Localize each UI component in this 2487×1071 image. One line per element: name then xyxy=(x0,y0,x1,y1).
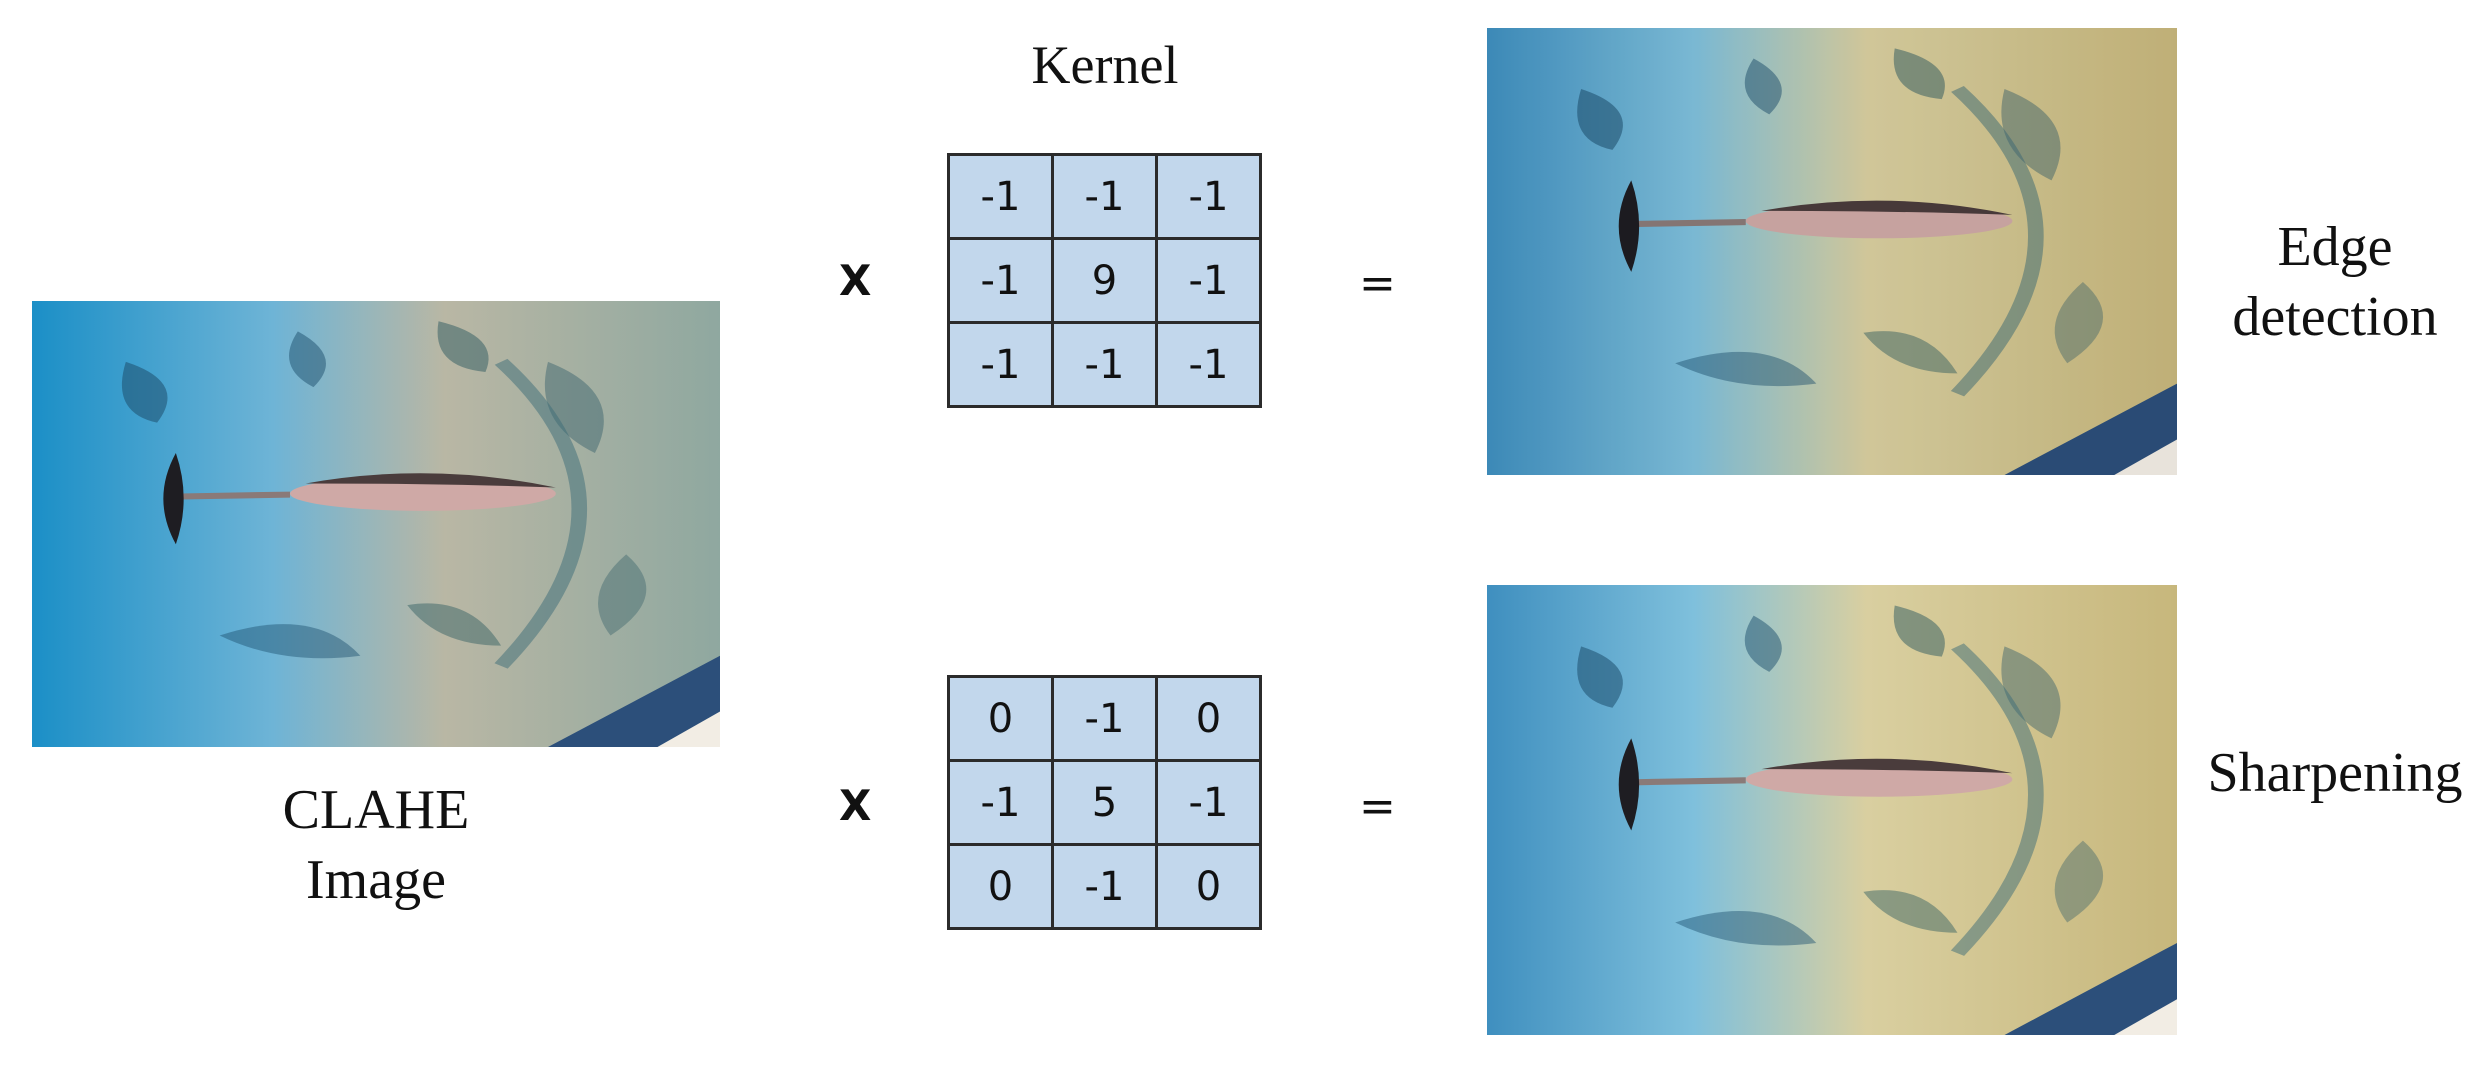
kernel-cell: -1 xyxy=(1155,153,1262,240)
kernel-cell: -1 xyxy=(1051,675,1158,762)
multiply-operator-1: X xyxy=(839,256,872,305)
sharpening-label-line1: Sharpening xyxy=(2207,742,2463,804)
input-label: CLAHE Image xyxy=(200,775,552,915)
kernel-cell: -1 xyxy=(1155,237,1262,324)
kernel-cell: -1 xyxy=(1051,843,1158,930)
sharpening-label: Sharpening xyxy=(2190,738,2480,808)
kernel-cell: -1 xyxy=(947,153,1054,240)
kernel-cell: -1 xyxy=(947,237,1054,324)
kernel-cell: -1 xyxy=(1155,759,1262,846)
edge-label-line1: Edge xyxy=(2277,216,2393,278)
input-label-line2: Image xyxy=(306,849,446,911)
kernel-cell: 5 xyxy=(1051,759,1158,846)
kernel-title: Kernel xyxy=(1031,35,1179,95)
equals-operator-1: = xyxy=(1359,258,1396,309)
kernel-cell: -1 xyxy=(1051,153,1158,240)
kernel-cell: -1 xyxy=(947,759,1054,846)
kernel-cell: 0 xyxy=(1155,843,1262,930)
clahe-input-image xyxy=(32,301,720,747)
kernel-cell: 0 xyxy=(1155,675,1262,762)
kernel-cell: 0 xyxy=(947,675,1054,762)
kernel-matrix-edge: -1 -1 -1 -1 9 -1 -1 -1 -1 xyxy=(947,153,1262,408)
kernel-cell: 0 xyxy=(947,843,1054,930)
kernel-cell: -1 xyxy=(1051,321,1158,408)
edge-label-line2: detection xyxy=(2232,286,2438,348)
edge-detection-label: Edge detection xyxy=(2190,212,2480,352)
multiply-operator-2: X xyxy=(839,781,872,830)
edge-detection-output-image xyxy=(1487,28,2177,475)
kernel-cell: 9 xyxy=(1051,237,1158,324)
kernel-matrix-sharpen: 0 -1 0 -1 5 -1 0 -1 0 xyxy=(947,675,1262,930)
kernel-cell: -1 xyxy=(947,321,1054,408)
input-label-line1: CLAHE xyxy=(282,779,470,841)
equals-operator-2: = xyxy=(1359,781,1396,832)
sharpening-output-image xyxy=(1487,585,2177,1035)
kernel-cell: -1 xyxy=(1155,321,1262,408)
